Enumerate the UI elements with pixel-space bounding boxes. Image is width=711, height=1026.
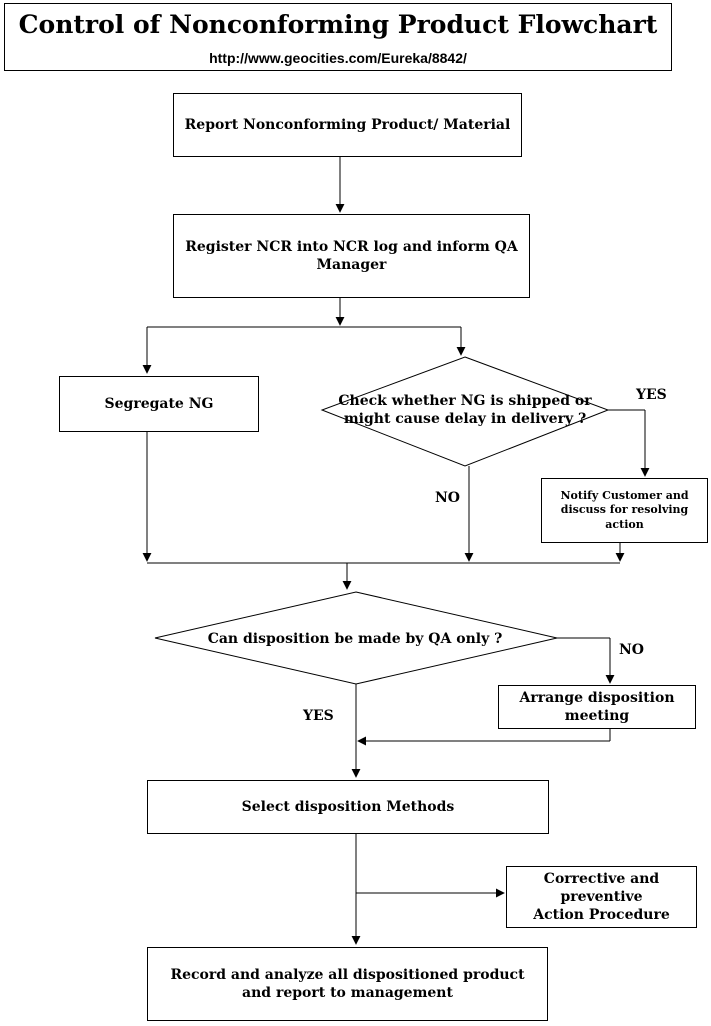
report-nonconforming-box: Report Nonconforming Product/ Material <box>173 93 522 157</box>
record-analyze-line-1: Record and analyze all dispositioned pro… <box>170 966 525 983</box>
check-yes-label: YES <box>636 387 667 403</box>
disposition-no-label: NO <box>619 642 644 658</box>
register-ncr-label: Register NCR into NCR log and inform QA … <box>185 238 518 273</box>
disposition-yes-label: YES <box>303 708 334 724</box>
segregate-ng-label: Segregate NG <box>104 395 214 412</box>
corrective-action-line-1: Corrective and preventive <box>543 870 660 905</box>
segregate-ng-box: Segregate NG <box>59 376 259 432</box>
arrange-meeting-label: Arrange disposition meeting <box>519 689 675 724</box>
notify-customer-line-1: Notify Customer and <box>560 489 689 503</box>
record-analyze-box: Record and analyze all dispositioned pro… <box>147 947 548 1021</box>
check-shipped-line-2: might cause delay in delivery ? <box>343 411 587 428</box>
notify-customer-box: Notify Customer and discuss for resolvin… <box>541 478 708 543</box>
check-shipped-text: Check whether NG is shipped or might cau… <box>328 392 602 428</box>
check-shipped-line-1: Check whether NG is shipped or <box>338 393 592 409</box>
notify-customer-line-2: discuss for resolving action <box>560 503 689 531</box>
source-url: http://www.geocities.com/Eureka/8842/ <box>209 50 467 66</box>
register-ncr-box: Register NCR into NCR log and inform QA … <box>173 214 530 298</box>
page-title: Control of Nonconforming Product Flowcha… <box>18 10 658 39</box>
corrective-action-line-2: Action Procedure <box>533 907 670 924</box>
record-analyze-line-2: and report to management <box>242 985 453 1001</box>
check-no-label: NO <box>435 490 460 506</box>
report-nonconforming-label: Report Nonconforming Product/ Material <box>184 116 511 133</box>
corrective-action-box: Corrective and preventive Action Procedu… <box>506 866 697 928</box>
select-disposition-label: Select disposition Methods <box>241 798 455 815</box>
can-disposition-text: Can disposition be made by QA only ? <box>207 631 503 647</box>
decision-check-shipped-diamond <box>320 356 610 467</box>
decision-can-disposition-diamond <box>154 591 558 685</box>
arrange-meeting-box: Arrange disposition meeting <box>498 685 696 729</box>
select-disposition-box: Select disposition Methods <box>147 780 549 834</box>
title-box: Control of Nonconforming Product Flowcha… <box>4 3 672 71</box>
